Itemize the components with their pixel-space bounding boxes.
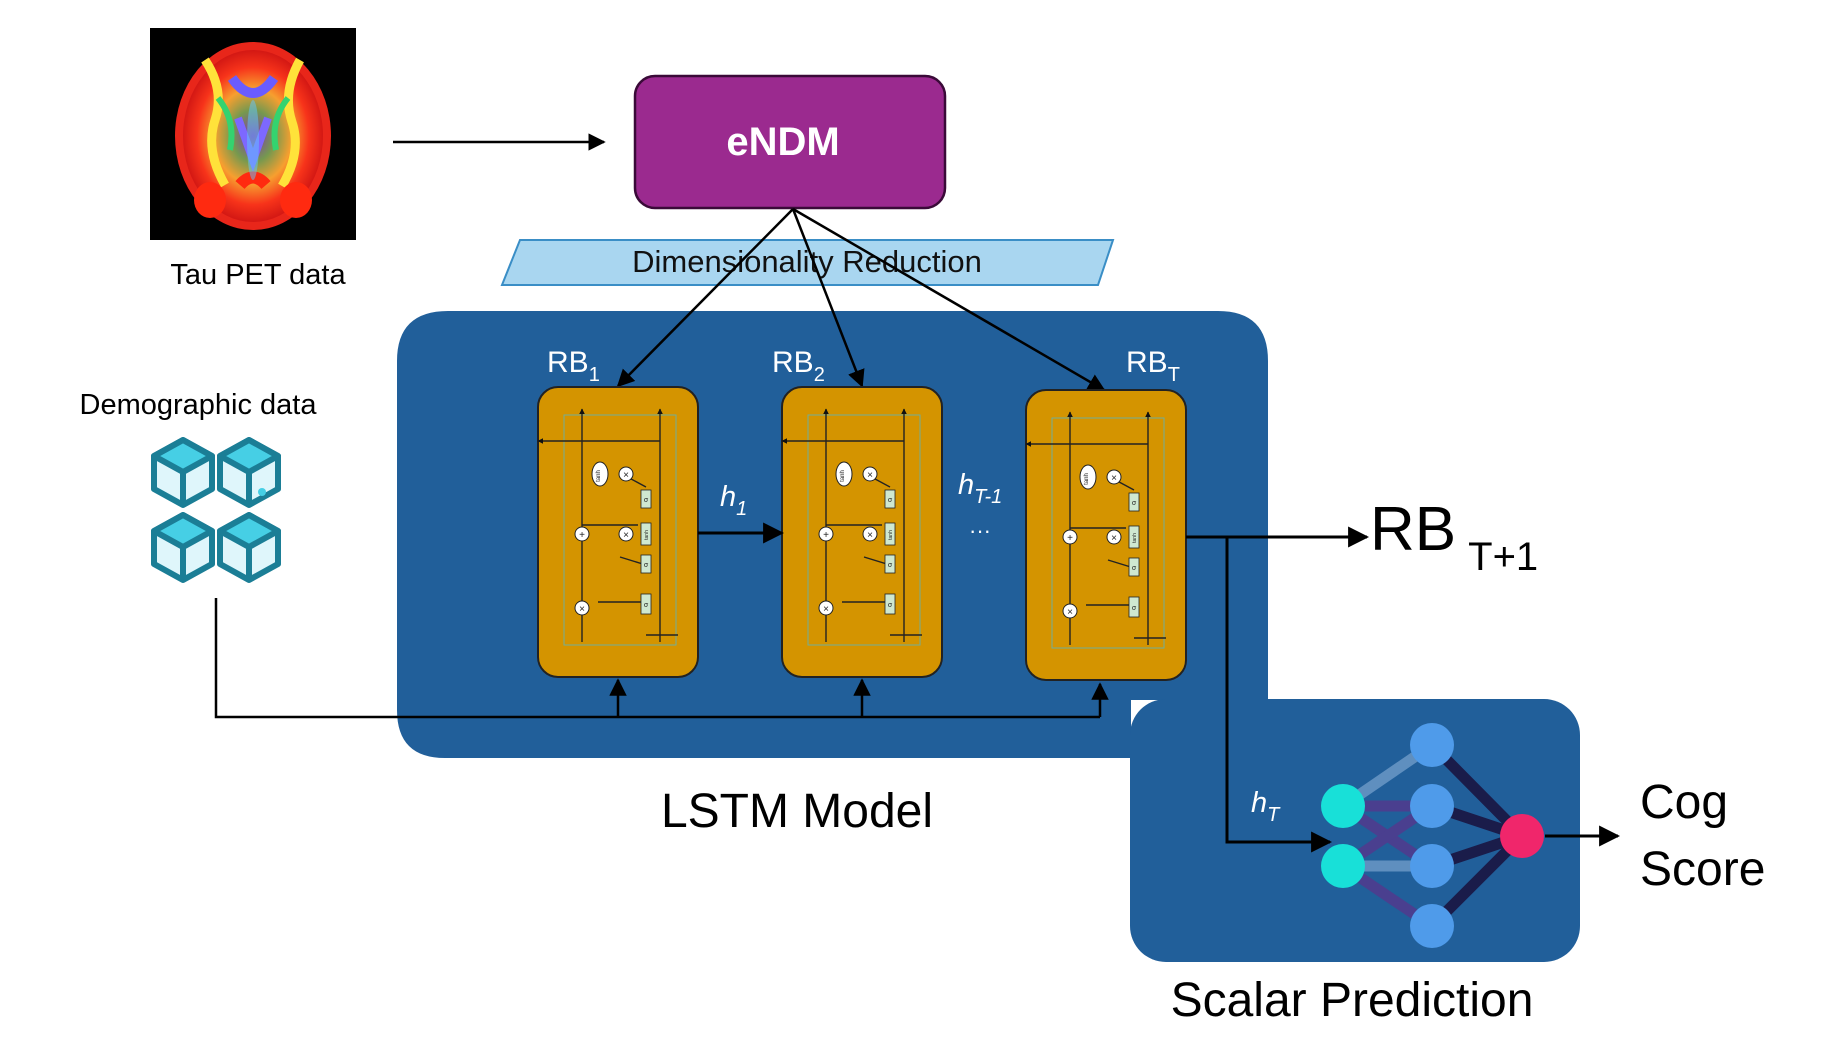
svg-text:×: × (623, 530, 629, 541)
lstm-cell-2 (782, 387, 942, 677)
score-label: Score (1640, 843, 1765, 896)
endm-label: eNDM (726, 120, 839, 164)
h1-label: h1 (720, 481, 747, 520)
lstm-cell-1: tanh × + × × σ tanh σ σ (537, 386, 699, 678)
hT-branch-arrow (1225, 537, 1333, 853)
svg-text:+: + (579, 530, 585, 541)
svg-text:×: × (623, 470, 629, 481)
svg-text:tanh: tanh (596, 470, 602, 482)
scalar-prediction-caption: Scalar Prediction (1171, 974, 1534, 1027)
demographic-feed-arrows (214, 598, 1109, 719)
dimensionality-reduction-label: Dimensionality Reduction (632, 244, 982, 279)
tau-pet-image (150, 28, 356, 240)
endm-to-rb-arrows (616, 207, 1106, 392)
dimensionality-reduction-banner (500, 239, 1115, 286)
demographic-cubes-icon (151, 437, 281, 583)
lstm-model-caption: LSTM Model (661, 785, 933, 838)
neural-network-icon (1321, 723, 1544, 948)
endm-box (633, 74, 947, 210)
hT-1-label: hT-1 (958, 469, 1002, 508)
tau-pet-label: Tau PET data (170, 259, 346, 291)
lstm-cell-T (1026, 390, 1186, 680)
rb1-label: RB1 (547, 346, 600, 386)
ellipsis: ··· (969, 518, 991, 543)
demographic-label: Demographic data (80, 389, 318, 421)
hT-label: hT (1251, 787, 1281, 826)
svg-text:tanh: tanh (644, 530, 650, 540)
cog-label: Cog (1640, 776, 1728, 829)
svg-text:σ: σ (644, 497, 649, 504)
svg-text:×: × (579, 604, 585, 615)
svg-text:σ: σ (644, 602, 649, 609)
rb2-label: RB2 (772, 346, 825, 386)
rbT-label: RBT (1126, 346, 1180, 386)
svg-text:σ: σ (644, 562, 649, 569)
